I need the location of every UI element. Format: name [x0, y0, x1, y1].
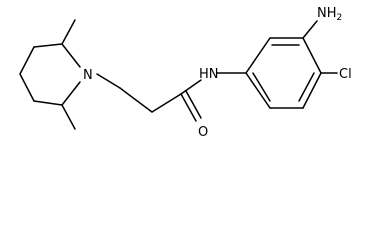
bond-methyl-bottom	[61, 104, 76, 130]
bond-carbonyl	[180, 93, 197, 122]
bond	[61, 81, 81, 106]
bond-methyl-top	[61, 19, 76, 45]
amino-group-label: NH2	[317, 6, 342, 23]
bond-carbonyl-2	[185, 90, 202, 119]
amino-nh-text: NH	[317, 6, 337, 21]
chlorine-label: Cl	[339, 67, 352, 82]
amino-subscript: 2	[337, 13, 343, 23]
bond-aromatic-inner	[252, 72, 271, 102]
bond	[119, 87, 153, 113]
carbonyl-oxygen-label: O	[198, 125, 208, 140]
benzene-ring	[216, 20, 338, 109]
bond	[19, 73, 35, 102]
bond	[151, 93, 182, 113]
bond	[19, 46, 35, 75]
piperidine-ring	[19, 19, 81, 130]
bond	[96, 73, 121, 89]
molecule-structure: N HN O NH2 Cl	[19, 6, 352, 140]
bond-amino	[302, 20, 318, 39]
bond	[245, 72, 271, 109]
bond	[61, 43, 81, 68]
bond	[33, 100, 63, 106]
bond	[302, 37, 322, 74]
bond	[302, 72, 322, 109]
bond-aromatic-inner	[298, 72, 315, 102]
nitrogen-piperidine-label: N	[83, 68, 93, 83]
propanamide-chain	[96, 73, 202, 122]
bond	[245, 37, 271, 74]
amide-nh-label: HN	[199, 67, 219, 82]
bond	[180, 79, 202, 95]
bond	[33, 43, 63, 48]
